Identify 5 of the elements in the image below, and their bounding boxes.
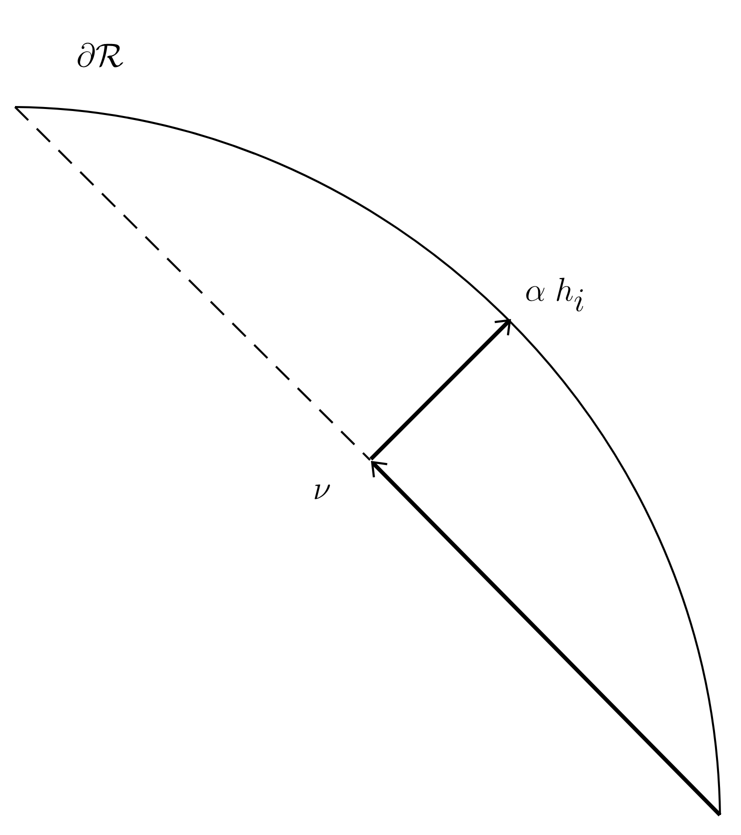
arrow bbox=[370, 318, 512, 460]
arrow bbox=[370, 460, 722, 816]
math-label: $\partial\mathcal{R}$ bbox=[78, 42, 124, 68]
math-label: $\nu$ bbox=[314, 484, 330, 500]
math-label: $\alpha\; h_i$ bbox=[526, 278, 584, 312]
